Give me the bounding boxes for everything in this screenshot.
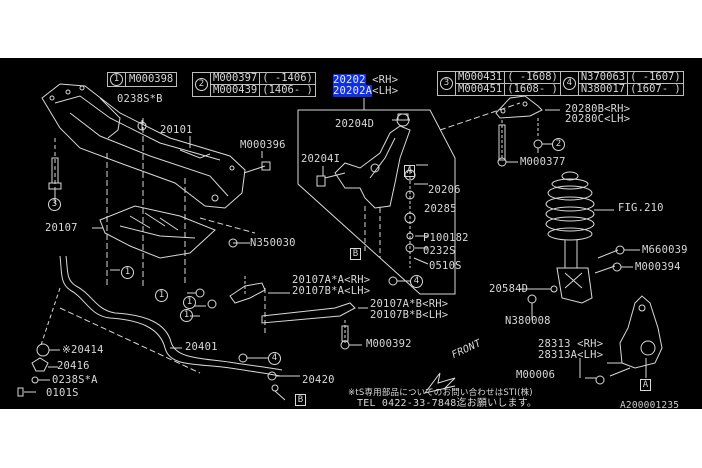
part-label-20107B-B[interactable]: 20107B*B<LH> xyxy=(370,309,449,321)
diagram-drawing xyxy=(17,83,663,401)
ref-circle-1[interactable]: 1 xyxy=(155,289,168,302)
legend-range: ( -1607) xyxy=(630,71,681,83)
legend-part[interactable]: M000431 xyxy=(458,71,503,83)
ref-box-A[interactable]: A xyxy=(404,165,415,177)
diagram-id: A200001235 xyxy=(620,400,680,411)
part-label-P100182[interactable]: P100182 xyxy=(423,232,469,244)
part-label-M000377[interactable]: M000377 xyxy=(520,156,566,168)
part-label-20414[interactable]: ※20414 xyxy=(62,344,104,356)
part-label-20202[interactable]: 20202 <RH> xyxy=(333,74,399,86)
note-line-1: ※tS専用部品についてのお問い合わせはSTI(株) xyxy=(348,388,533,398)
legend-item-1: 1 M000398 xyxy=(107,72,178,87)
part-label-20584D[interactable]: 20584D xyxy=(489,283,529,295)
bolt-drawing xyxy=(48,138,62,198)
legend-range: (1406- ) xyxy=(260,84,315,96)
legend-range: ( -1406) xyxy=(262,72,313,84)
legend-part[interactable]: N370063 xyxy=(580,71,626,83)
side-rh: <RH> xyxy=(365,74,399,86)
ref-box-B[interactable]: B xyxy=(295,394,306,406)
legend-part[interactable]: M000398 xyxy=(125,73,176,86)
ref-circle-1[interactable]: 1 xyxy=(180,309,193,322)
lower-arm-frame xyxy=(297,109,456,295)
ref-circle-2[interactable]: 2 xyxy=(552,138,565,151)
part-label-20107[interactable]: 20107 xyxy=(45,222,78,234)
part-label-20206[interactable]: 20206 xyxy=(428,184,461,196)
part-label-M000396[interactable]: M000396 xyxy=(240,139,286,151)
ref-box-A[interactable]: A xyxy=(640,379,651,391)
part-label-0232S[interactable]: 0232S xyxy=(423,245,456,257)
legend-range: ( -1608) xyxy=(507,71,558,83)
part-label-20202A[interactable]: 20202A<LH> xyxy=(333,85,399,97)
part-label-20107B-A[interactable]: 20107B*A<LH> xyxy=(292,285,371,297)
part-label-0238S-B[interactable]: 0238S*B xyxy=(117,93,163,105)
part-label-28313[interactable]: 28313 <RH> xyxy=(538,338,604,350)
part-label-0510S[interactable]: 0510S xyxy=(429,260,462,272)
part-label-M00006[interactable]: M00006 xyxy=(516,369,556,381)
legend-part[interactable]: M000451 xyxy=(456,83,505,95)
strut-drawing xyxy=(527,171,625,320)
ref-circle-1[interactable]: 1 xyxy=(121,266,134,279)
crossmember-drawing xyxy=(41,83,246,209)
ref-circle-3[interactable]: 3 xyxy=(48,198,61,211)
part-label-M000394[interactable]: M000394 xyxy=(635,261,681,273)
ref-circle-4[interactable]: 4 xyxy=(268,352,281,365)
part-label-20280B[interactable]: 20280B<RH> xyxy=(565,103,631,115)
lower-arm-drawing xyxy=(316,113,416,286)
note-line-2: TEL 0422-33-7848迄お願いします。 xyxy=(357,398,538,409)
part-label-20107A-B[interactable]: 20107A*B<RH> xyxy=(370,298,449,310)
part-label-FIG210[interactable]: FIG.210 xyxy=(618,202,664,214)
ref-circle-1[interactable]: 1 xyxy=(183,296,196,309)
part-label-20204D[interactable]: 20204D xyxy=(335,118,375,130)
legend-part[interactable]: M000439 xyxy=(211,84,260,96)
lateral-link-drawing xyxy=(195,276,266,333)
part-label-20420[interactable]: 20420 xyxy=(302,374,335,386)
legend-part[interactable]: N380017 xyxy=(578,83,628,95)
legend-range: (1607- ) xyxy=(628,83,683,95)
ref-box-B[interactable]: B xyxy=(350,248,361,260)
part-label-0101S[interactable]: 0101S xyxy=(46,387,79,399)
part-number-20202[interactable]: 20202 xyxy=(333,74,366,86)
ref-circle-4[interactable]: 4 xyxy=(410,275,423,288)
ref-circle-2: 2 xyxy=(195,78,208,91)
ref-circle-4: 4 xyxy=(562,77,576,90)
part-label-N350030[interactable]: N350030 xyxy=(250,237,296,249)
part-label-20416[interactable]: 20416 xyxy=(57,360,90,372)
part-label-20101[interactable]: 20101 xyxy=(160,124,193,136)
part-label-20204I[interactable]: 20204I xyxy=(301,153,341,165)
legend-range: (1608- ) xyxy=(505,83,560,95)
part-label-20401[interactable]: 20401 xyxy=(185,341,218,353)
part-label-0238S-A[interactable]: 0238S*A xyxy=(52,374,98,386)
part-label-28313A[interactable]: 28313A<LH> xyxy=(538,349,604,361)
ref-circle-3: 3 xyxy=(440,77,453,90)
part-label-20285[interactable]: 20285 xyxy=(424,203,457,215)
skid-plate-drawing xyxy=(99,118,216,288)
lateral-link-b-drawing xyxy=(261,302,356,324)
ref-circle-1: 1 xyxy=(110,73,123,86)
front-arrow-icon xyxy=(423,372,456,394)
side-lh: <LH> xyxy=(372,85,399,97)
part-label-20280C[interactable]: 20280C<LH> xyxy=(565,113,631,125)
part-number-20202A[interactable]: 20202A xyxy=(333,85,373,97)
part-label-N380008[interactable]: N380008 xyxy=(505,315,551,327)
legend-part[interactable]: M000397 xyxy=(213,72,258,84)
part-label-20107A-A[interactable]: 20107A*A<RH> xyxy=(292,274,371,286)
part-label-M000392[interactable]: M000392 xyxy=(366,338,412,350)
part-label-M660039[interactable]: M660039 xyxy=(642,244,688,256)
knuckle-drawing xyxy=(595,295,663,385)
